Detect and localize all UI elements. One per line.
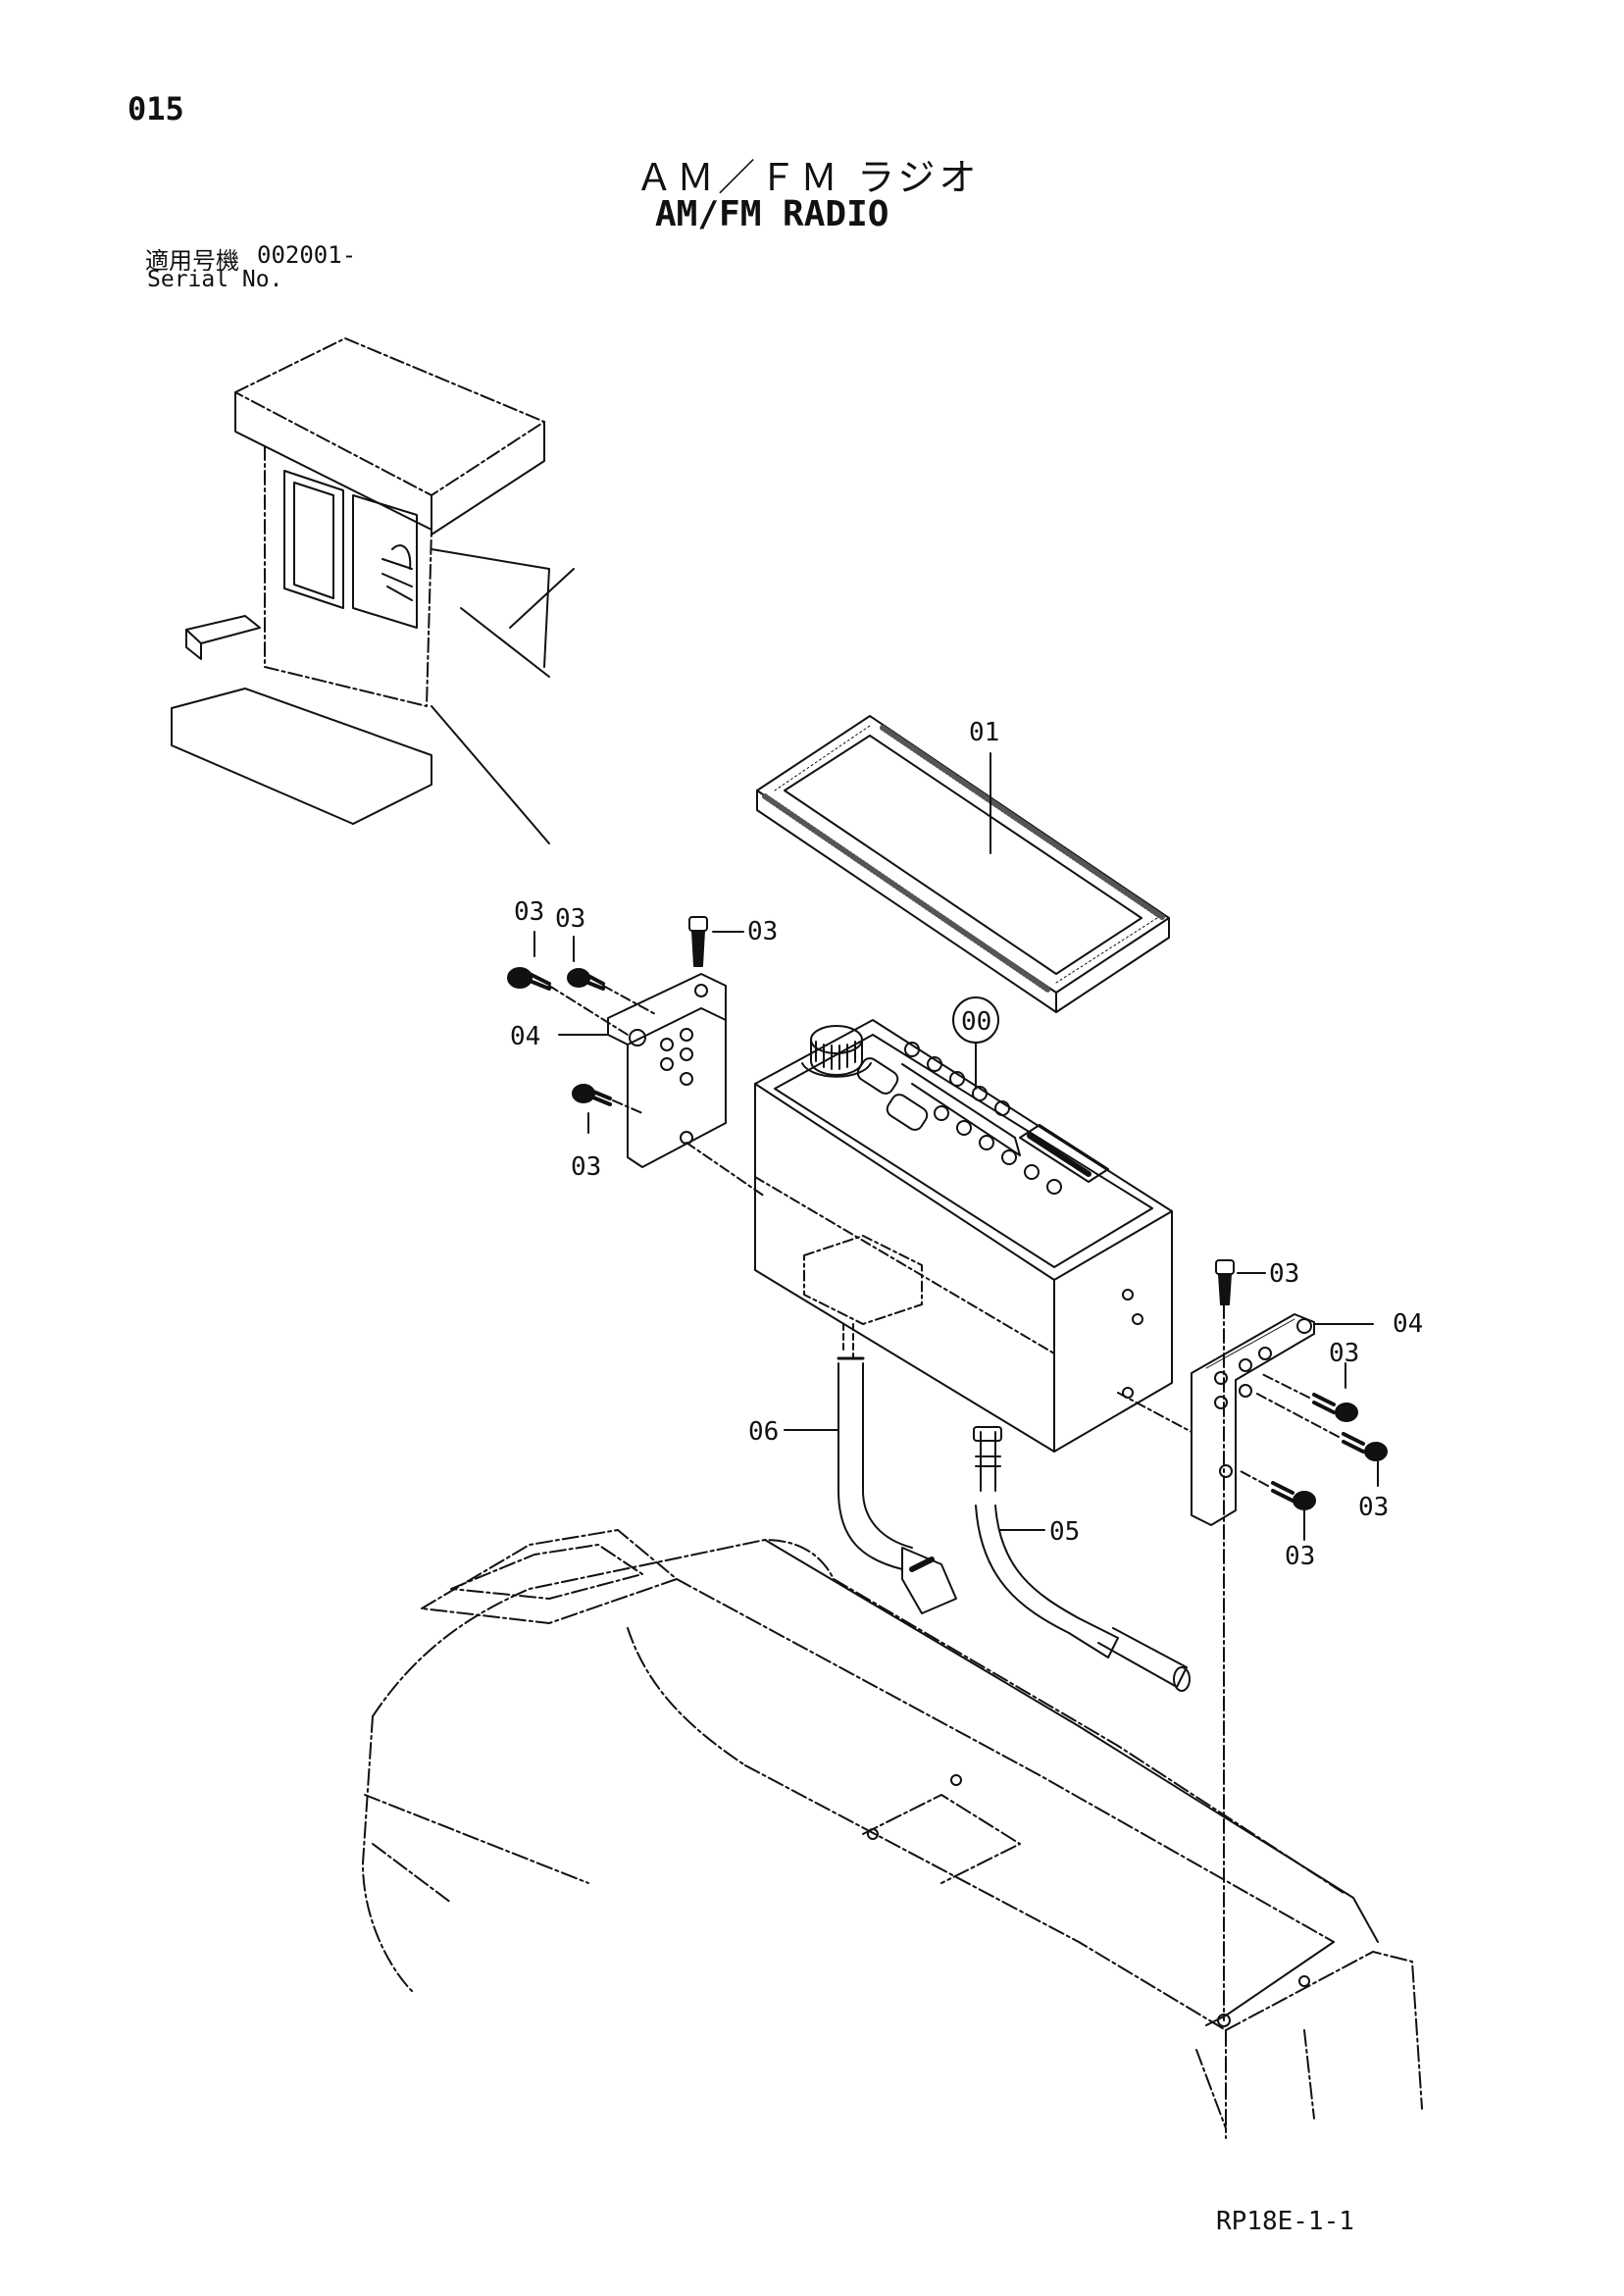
callout-06: 06 xyxy=(748,1417,779,1447)
right-bracket xyxy=(1117,1259,1388,2021)
callout-03-g: 03 xyxy=(1358,1493,1389,1522)
callout-05: 05 xyxy=(1049,1517,1080,1547)
cab-overview xyxy=(171,337,575,844)
callout-04-left: 04 xyxy=(510,1022,540,1051)
callout-03-e: 03 xyxy=(1269,1259,1299,1289)
callout-03-h: 03 xyxy=(1285,1542,1315,1571)
antenna-cable-05 xyxy=(973,1426,1191,1692)
callout-04-right: 04 xyxy=(1393,1309,1423,1339)
callout-labels: 01 03 03 03 04 03 00 03 04 03 06 05 03 0… xyxy=(510,718,1423,1571)
callout-00: 00 xyxy=(961,1007,991,1037)
callout-03-f: 03 xyxy=(1329,1339,1359,1368)
callout-03-b: 03 xyxy=(555,904,585,934)
left-screws xyxy=(507,916,766,1198)
console-solid-edges xyxy=(764,1539,1379,2027)
console xyxy=(362,1529,1423,2139)
callout-01: 01 xyxy=(969,718,999,747)
serial-label-japanese: 適用号機 xyxy=(145,247,239,275)
cable-06 xyxy=(784,1356,957,1614)
page-title-japanese: ＡＭ／ＦＭ ラジオ xyxy=(635,156,981,199)
callout-03-c: 03 xyxy=(747,917,778,946)
radio-body xyxy=(754,996,1173,1453)
page-number: 015 xyxy=(127,90,184,128)
serial-number-value: 002001- xyxy=(257,241,357,269)
left-bracket xyxy=(607,973,727,1168)
page-title: AM/FM RADIO xyxy=(655,194,889,234)
part-01-frame xyxy=(756,715,1170,1013)
drawing-code: RP18E-1-1 xyxy=(1216,2207,1354,2236)
serial-label: Serial No. xyxy=(147,267,283,292)
callout-03-d: 03 xyxy=(571,1152,601,1182)
callout-03-a: 03 xyxy=(514,897,544,927)
callout-leaders xyxy=(533,931,1379,1541)
